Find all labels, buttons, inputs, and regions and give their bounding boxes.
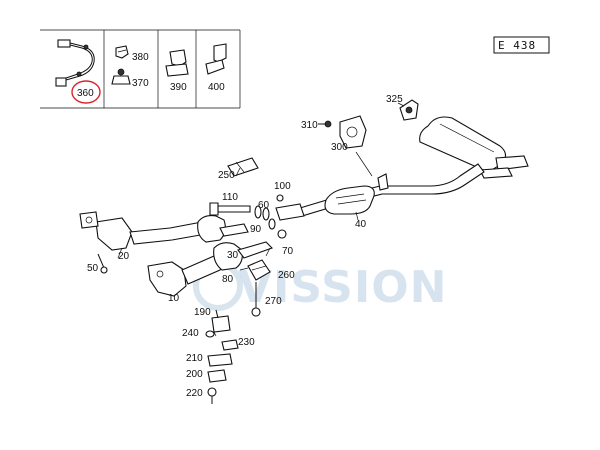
callout-230: 230 bbox=[238, 337, 255, 348]
callout-50: 50 bbox=[87, 263, 99, 274]
inset-label-360: 360 bbox=[77, 88, 94, 99]
bolt-part-50 bbox=[97, 253, 108, 274]
clip-part-230 bbox=[221, 339, 239, 351]
diagram-code-box: E 438 bbox=[493, 36, 550, 54]
rear-hanger bbox=[399, 99, 419, 121]
inset-label-370: 370 bbox=[132, 78, 149, 89]
bolt-part-270 bbox=[251, 282, 261, 317]
callout-200: 200 bbox=[186, 369, 203, 380]
bolt-part-220 bbox=[207, 387, 217, 404]
flange-hardware bbox=[254, 194, 287, 239]
callout-240: 240 bbox=[182, 328, 199, 339]
bolt-part-110 bbox=[209, 202, 251, 216]
center-pipe bbox=[275, 163, 485, 221]
right-front-pipe bbox=[147, 241, 274, 297]
callout-325: 325 bbox=[386, 94, 403, 105]
inset-label-400: 400 bbox=[208, 82, 225, 93]
callout-90: 90 bbox=[250, 224, 262, 235]
watermark: VISSION bbox=[193, 261, 447, 313]
callout-110: 110 bbox=[222, 192, 238, 203]
bracket-part-400 bbox=[205, 43, 227, 75]
inset-label-380: 380 bbox=[132, 52, 149, 63]
callout-80: 80 bbox=[222, 274, 234, 285]
callout-100: 100 bbox=[274, 181, 291, 192]
inset-label-390: 390 bbox=[170, 82, 187, 93]
callout-210: 210 bbox=[186, 353, 203, 364]
callout-310: 310 bbox=[301, 120, 318, 131]
callout-220: 220 bbox=[186, 388, 203, 399]
bracket-part-390 bbox=[165, 49, 189, 77]
watermark-text: VISSION bbox=[238, 262, 447, 313]
callout-40: 40 bbox=[355, 219, 367, 230]
callout-300: 300 bbox=[331, 142, 348, 153]
diagram-code: E 438 bbox=[498, 39, 536, 52]
washer-part-240 bbox=[205, 330, 215, 338]
callout-190: 190 bbox=[194, 307, 211, 318]
hanger-part-190 bbox=[211, 309, 231, 333]
clip-part-380 bbox=[115, 45, 129, 59]
callout-60: 60 bbox=[258, 200, 270, 211]
callout-20: 20 bbox=[118, 251, 130, 262]
rear-muffler bbox=[419, 116, 529, 179]
clip-part-370 bbox=[111, 68, 131, 85]
leader-lines bbox=[117, 102, 405, 337]
callout-270: 270 bbox=[265, 296, 282, 307]
inset-table: 360 380 370 390 400 bbox=[40, 29, 241, 109]
callout-250: 250 bbox=[218, 170, 235, 181]
callout-70: 70 bbox=[282, 246, 294, 257]
left-front-pipe bbox=[79, 211, 249, 251]
highlight-circle bbox=[71, 80, 101, 104]
bracket-part-260 bbox=[247, 259, 271, 281]
mount-part-210 bbox=[207, 353, 233, 367]
callout-260: 260 bbox=[278, 270, 295, 281]
oxygen-sensor-part bbox=[55, 39, 95, 87]
callout-30: 30 bbox=[227, 250, 239, 261]
clamp-part-250 bbox=[227, 157, 259, 177]
mount-part-200 bbox=[207, 369, 227, 383]
callout-10: 10 bbox=[168, 293, 180, 304]
